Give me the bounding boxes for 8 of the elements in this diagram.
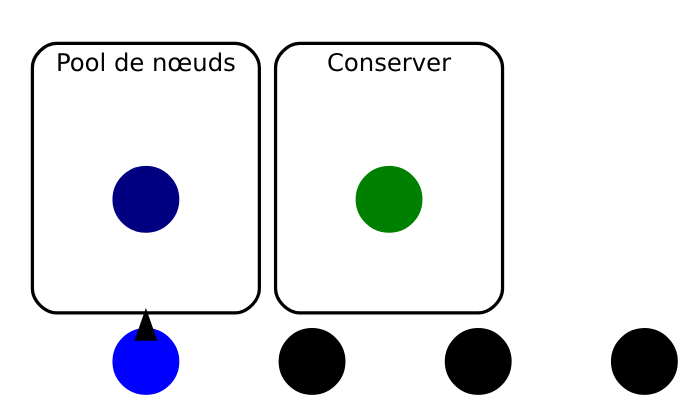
node-circle [356,165,422,232]
cluster: Pool de nœuds [30,41,261,314]
node-circle [112,165,180,232]
node-circle [444,328,512,394]
node-circle [278,328,346,394]
cluster: Conserver [274,41,504,314]
arrow [134,307,158,340]
node-circle [610,328,678,394]
